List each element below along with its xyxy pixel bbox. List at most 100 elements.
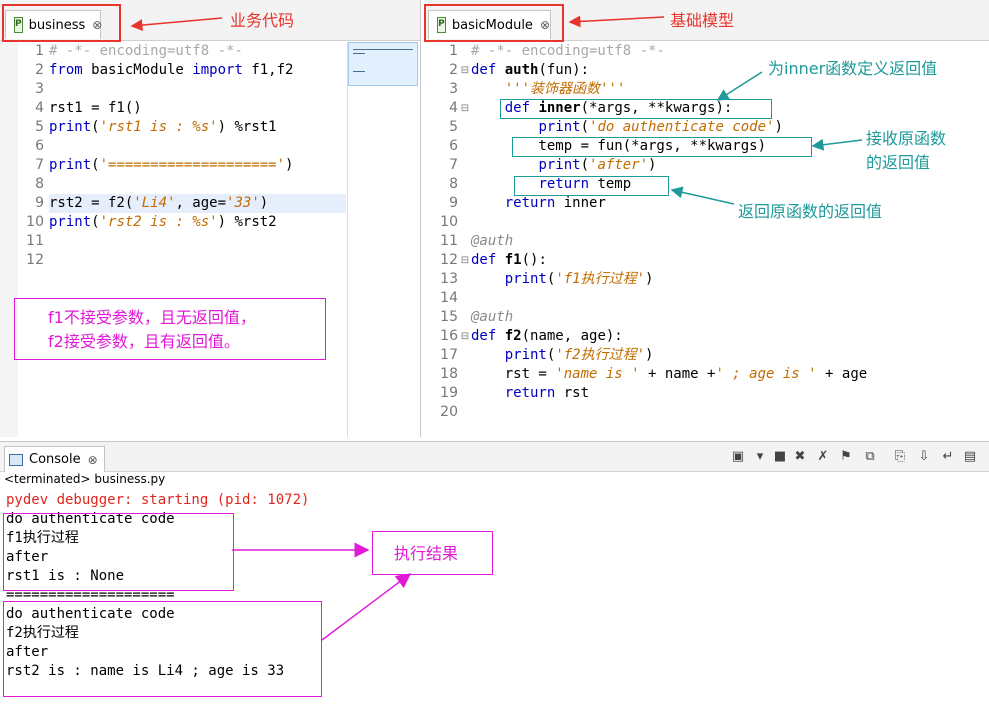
code-line[interactable] [49,175,346,194]
code-token: temp [589,176,632,192]
basicmodule-code-area[interactable]: # -*- encoding=utf8 -*-def auth(fun): ''… [471,42,981,422]
business-editor-tabbar: P business ⊗ [0,0,420,41]
close-tab-icon[interactable]: ⊗ [539,18,550,32]
note-line-1: f1不接受参数，且无返回值， [48,308,256,327]
code-line[interactable]: def auth(fun): [471,61,981,80]
code-token: from [49,62,83,78]
code-line[interactable] [471,213,981,232]
return-temp-highlight [514,176,669,196]
tab-business-label: business [28,17,86,33]
code-token [471,81,505,97]
code-line[interactable]: temp = fun(*args, **kwargs) [471,137,981,156]
code-line[interactable] [49,232,346,251]
line-number: 13 [440,271,458,287]
inner-return-annotation: 为inner函数定义返回值 [768,59,938,78]
code-line[interactable]: def inner(*args, **kwargs): [471,99,981,118]
tab-console[interactable]: Console ⊗ [4,446,105,472]
code-token: ( [546,271,556,287]
stop-icon[interactable]: ■ [773,449,787,464]
code-line[interactable]: rst1 = f1() [49,99,346,118]
remove-launch-icon[interactable]: ✖ [794,449,806,464]
code-token: rst [555,385,590,401]
code-token: + name + [639,366,716,382]
fold-spacer [459,232,471,251]
clear-icon[interactable]: ⎘ [894,449,906,464]
code-line[interactable]: '''装饰器函数''' [471,80,981,99]
code-line[interactable]: @auth [471,232,981,251]
code-line[interactable]: print('after') [471,156,981,175]
code-token: '====================' [99,157,286,173]
code-token: print [504,271,547,287]
show-on-output-icon[interactable]: ▤ [963,449,977,464]
code-token: basicModule [82,62,193,78]
console-line: after [6,644,49,660]
code-token: import [192,62,243,78]
code-token: @auth [471,309,514,325]
tab-business[interactable]: P business ⊗ [5,10,103,39]
python-file-icon: P [437,17,446,33]
word-wrap-icon[interactable]: ↵ [942,449,954,464]
code-line[interactable]: print('rst2 is : %s') %rst2 [49,213,346,232]
tab-basicmodule[interactable]: P basicModule ⊗ [428,10,551,39]
code-line[interactable]: from basicModule import f1,f2 [49,61,346,80]
code-line[interactable]: return inner [471,194,981,213]
code-line[interactable] [49,80,346,99]
scroll-lock-icon[interactable]: ⇩ [918,449,930,464]
close-tab-icon[interactable]: ⊗ [92,18,103,32]
code-line[interactable]: return temp [471,175,981,194]
fold-spacer [459,384,471,403]
close-tab-icon[interactable]: ⊗ [87,452,98,467]
code-line[interactable]: return rst [471,384,981,403]
code-token [471,195,505,211]
line-number: 20 [440,404,458,420]
inner-def-highlight [500,99,772,119]
line-number: 5 [35,119,44,135]
code-token: rst2 = f2( [49,195,134,211]
code-token: ) [774,119,783,135]
copy-icon[interactable]: ⧉ [865,449,875,464]
console-line: pydev debugger: starting (pid: 1072) [6,492,310,508]
code-line[interactable]: rst2 = f2('Li4', age='33') [49,194,346,213]
return-original-annotation: 返回原函数的返回值 [738,202,883,221]
code-token: 'rst1 is : %s' [99,119,218,135]
code-line[interactable]: print('rst1 is : %s') %rst1 [49,118,346,137]
code-token: print [538,157,581,173]
note-line-2: f2接受参数，且有返回值。 [48,332,240,351]
line-number: 4 [35,100,44,116]
code-line[interactable]: # -*- encoding=utf8 -*- [49,42,346,61]
code-line[interactable] [49,137,346,156]
dropdown-icon[interactable]: ▾ [756,449,764,464]
code-token: auth [504,62,539,78]
fold-toggle-icon[interactable]: ⊟ [460,65,470,76]
code-line[interactable] [49,251,346,270]
pin-icon[interactable]: ⚑ [840,449,852,464]
code-line[interactable]: def f2(name, age): [471,327,981,346]
code-line[interactable] [471,289,981,308]
overview-ruler-thumb[interactable] [348,42,418,86]
fold-spacer [459,289,471,308]
tab-basicmodule-label: basicModule [451,17,533,33]
code-line[interactable]: print('f1执行过程') [471,270,981,289]
remove-all-icon[interactable]: ✗ [817,449,829,464]
line-number: 10 [26,214,44,230]
code-line[interactable]: @auth [471,308,981,327]
code-line[interactable]: print('do authenticate code') [471,118,981,137]
code-token: print [49,119,92,135]
business-tab-highlight [2,4,121,42]
code-line[interactable]: def f1(): [471,251,981,270]
exec-result-annotation: 执行结果 [394,544,459,563]
code-line[interactable]: rst = 'name is ' + name +' ; age is ' + … [471,365,981,384]
fold-spacer [459,213,471,232]
code-line[interactable]: print('====================') [49,156,346,175]
code-line[interactable] [471,403,981,422]
display-console-icon[interactable]: ▣ [731,449,745,464]
fold-toggle-icon[interactable]: ⊟ [460,103,470,114]
code-token: f2 [504,328,522,344]
fold-toggle-icon[interactable]: ⊟ [460,255,470,266]
code-line[interactable]: print('f2执行过程') [471,346,981,365]
business-code-area[interactable]: # -*- encoding=utf8 -*-from basicModule … [49,42,346,270]
fold-toggle-icon[interactable]: ⊟ [460,331,470,342]
code-line[interactable]: # -*- encoding=utf8 -*- [471,42,981,61]
code-token [471,347,505,363]
